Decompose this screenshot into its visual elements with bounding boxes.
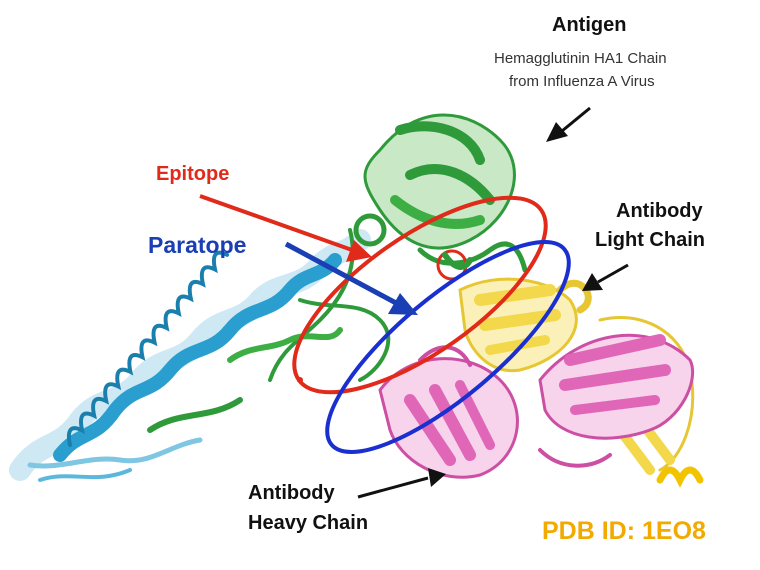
arrows bbox=[199, 106, 629, 499]
antigen-line1: Hemagglutinin HA1 Chain bbox=[494, 50, 667, 67]
heavy-chain-line1: Antibody bbox=[248, 482, 335, 504]
light-chain-arrowhead bbox=[582, 273, 603, 291]
epitope-arrowhead bbox=[346, 240, 372, 262]
paratope-arrow bbox=[284, 241, 398, 306]
heavy-chain-arrow bbox=[357, 476, 429, 499]
light-chain-line1: Antibody bbox=[616, 200, 703, 222]
antigen-ribbon bbox=[147, 113, 528, 433]
stalk-helix bbox=[9, 229, 371, 482]
paratope-arrowhead bbox=[388, 293, 418, 315]
heavy-chain-line2: Heavy Chain bbox=[248, 512, 369, 534]
antigen-title: Antigen bbox=[552, 14, 627, 36]
antigen-arrow bbox=[561, 106, 591, 133]
epitope-label: Epitope bbox=[156, 163, 230, 185]
light-chain-line2: Light Chain bbox=[595, 229, 705, 251]
light-chain-arrow bbox=[597, 263, 629, 284]
antigen-arrowhead bbox=[546, 122, 568, 142]
epitope-ellipse bbox=[292, 195, 548, 395]
epitope-arrow bbox=[199, 194, 353, 252]
pdb-id-label: PDB ID: 1EO8 bbox=[542, 517, 706, 545]
antigen-line2: from Influenza A Virus bbox=[509, 73, 655, 90]
heavy-chain-arrowhead bbox=[428, 468, 446, 487]
paratope-ellipse bbox=[325, 240, 571, 454]
paratope-label: Paratope bbox=[148, 232, 247, 258]
